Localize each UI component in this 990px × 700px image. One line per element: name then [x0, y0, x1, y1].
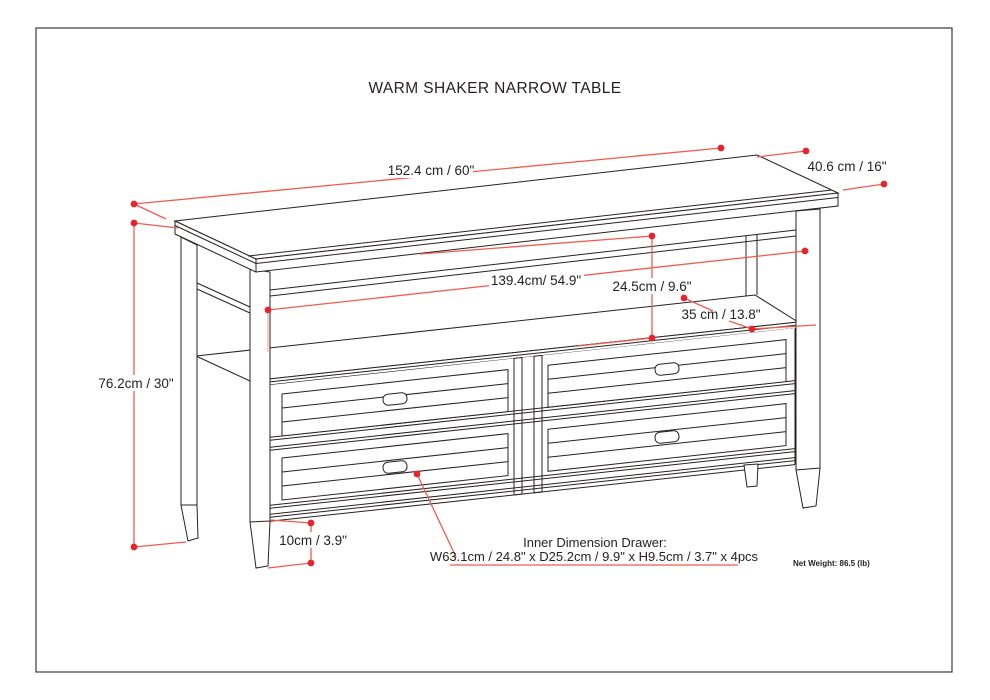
back-right-foot: [743, 463, 759, 488]
shelf-height-dimension-label: 24.5cm / 9.6": [612, 279, 691, 294]
net-weight-label: Net Weight: 86.5 (lb): [793, 559, 870, 568]
drawer-note-title: Inner Dimension Drawer:: [523, 535, 667, 550]
drawer-note-specs: W63.1cm / 24.8" x D25.2cm / 9.9" x H9.5c…: [430, 549, 759, 564]
depth-dimension-line: [756, 150, 807, 158]
drawer-handle-icon: [382, 460, 408, 474]
page-title: WARM SHAKER NARROW TABLE: [368, 80, 621, 97]
legs: [180, 208, 821, 569]
open-shelf-back-panel: [196, 229, 797, 314]
drawer-cabinet: [269, 328, 796, 522]
drawer-handle-icon: [654, 430, 680, 444]
shelf-depth-dimension-label: 35 cm / 13.8": [681, 307, 760, 322]
width-dimension-label: 152.4 cm / 60": [388, 163, 475, 178]
overall-height-dimension-label: 76.2cm / 30": [98, 376, 174, 391]
inner-width-dimension-label: 139.4cm/ 54.9": [491, 273, 582, 288]
center-divider-post: [533, 354, 543, 494]
page-border: [35, 27, 953, 673]
front-right-leg: [795, 208, 821, 509]
dimension-endpoint-dots: [130, 144, 888, 567]
dimension-overlay: 152.4 cm / 60" 40.6 cm / 16" 139.4cm/ 54…: [96, 144, 888, 569]
drawer-handle-icon: [382, 392, 408, 406]
drawer-note-leader-line: [416, 473, 457, 558]
tabletop: [173, 154, 840, 273]
drawer-handle-icon: [654, 362, 680, 376]
shelf-depth-dimension-line: [683, 297, 714, 312]
depth-dimension-label: 40.6 cm / 16": [807, 159, 886, 174]
furniture-drawing: [173, 154, 840, 569]
foot-height-dimension-label: 10cm / 3.9": [279, 533, 347, 548]
back-left-leg: [180, 236, 199, 542]
center-divider-post: [513, 356, 523, 496]
front-left-leg: [249, 268, 271, 569]
